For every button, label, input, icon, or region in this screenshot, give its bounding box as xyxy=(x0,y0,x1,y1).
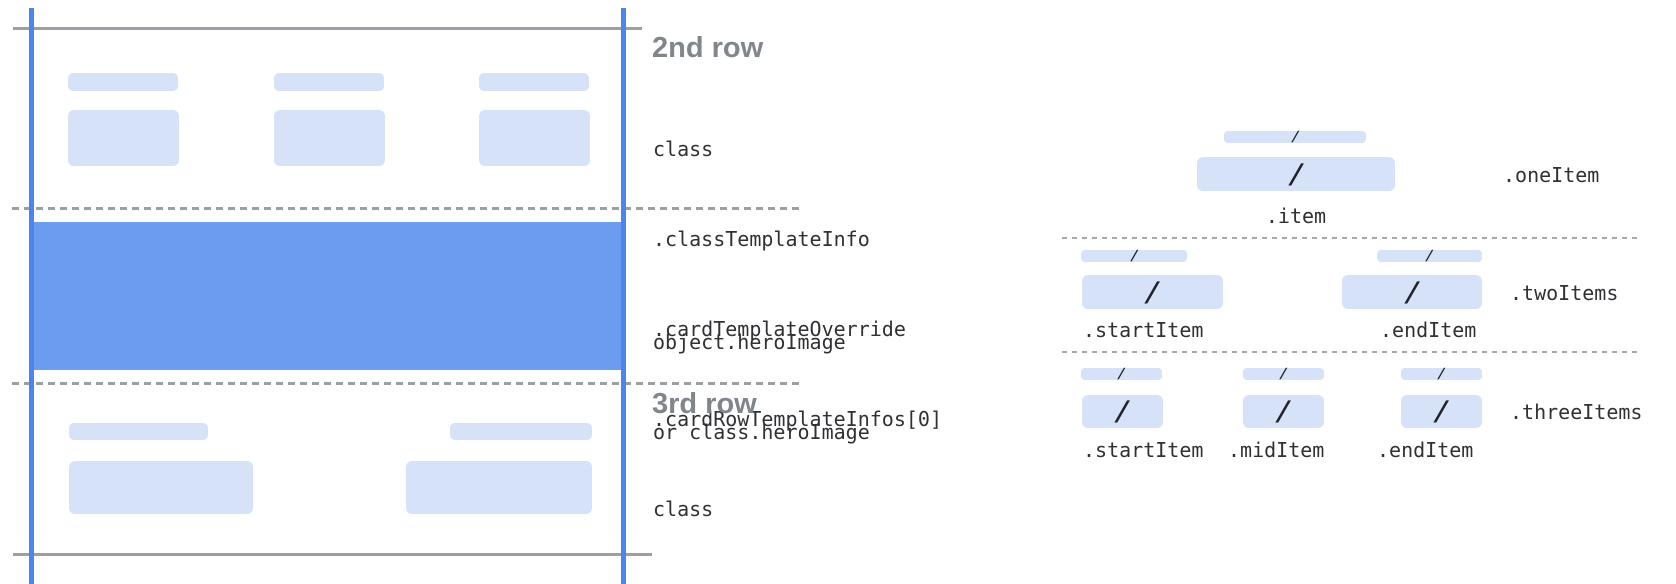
section-divider-dashed-1 xyxy=(1062,237,1640,239)
row3-heading: 3rd row xyxy=(652,388,757,420)
row3-class-path: class .classTemplateInfo .cardTemplateOv… xyxy=(653,434,942,584)
slash-separator: / xyxy=(1278,366,1289,382)
row-divider-dashed-2 xyxy=(12,382,800,385)
item-value-box: / xyxy=(1082,395,1163,428)
section-divider-dashed-2 xyxy=(1062,351,1640,353)
slash-separator: / xyxy=(1436,366,1447,382)
card-right-guide xyxy=(621,8,626,584)
row-template-label: .twoItems xyxy=(1510,281,1619,305)
code-line: .classTemplateInfo xyxy=(653,227,870,251)
item-name-label: .item xyxy=(1265,204,1327,228)
item-label-placeholder xyxy=(274,73,384,91)
code-line: class xyxy=(653,497,714,521)
item-name-label: .startItem xyxy=(1083,438,1204,462)
hero-image-band xyxy=(29,222,626,370)
item-label-box: / xyxy=(1224,129,1366,145)
item-label-placeholder xyxy=(68,73,178,91)
item-label-box: / xyxy=(1081,248,1187,264)
item-name-label: .endItem xyxy=(1380,318,1477,342)
item-value-box: / xyxy=(1243,395,1324,428)
slash-separator: / xyxy=(1402,276,1422,308)
row2-heading: 2nd row xyxy=(652,32,764,64)
item-label-placeholder xyxy=(450,423,592,440)
item-label-placeholder xyxy=(69,423,208,440)
slash-separator: / xyxy=(1286,158,1306,190)
slash-separator: / xyxy=(1273,396,1294,427)
item-value-placeholder xyxy=(479,110,590,166)
item-value-box: / xyxy=(1401,395,1482,428)
item-label-placeholder xyxy=(479,73,589,91)
card-top-line xyxy=(13,27,642,30)
card-left-guide xyxy=(29,8,34,584)
item-label-box: / xyxy=(1377,248,1482,264)
slash-separator: / xyxy=(1142,276,1163,308)
item-value-box: / xyxy=(1082,275,1223,309)
card-bottom-line xyxy=(13,553,652,556)
item-name-label: .endItem xyxy=(1377,438,1474,462)
slash-separator: / xyxy=(1116,366,1127,382)
slash-separator: / xyxy=(1424,248,1435,264)
slash-separator: / xyxy=(1431,396,1452,427)
slash-separator: / xyxy=(1112,396,1133,427)
item-label-box: / xyxy=(1401,366,1482,382)
slash-separator: / xyxy=(1289,129,1301,145)
item-name-label: .midItem xyxy=(1228,438,1325,462)
item-label-box: / xyxy=(1243,366,1324,382)
item-value-box: / xyxy=(1342,275,1482,309)
hero-image-path: object.heroImage or class.heroImage xyxy=(653,267,870,507)
row-divider-dashed-1 xyxy=(12,207,800,210)
row-template-label: .threeItems xyxy=(1510,400,1643,424)
item-name-label: .startItem xyxy=(1083,318,1204,342)
code-line: or class.heroImage xyxy=(653,420,870,444)
row-template-label: .oneItem xyxy=(1503,163,1600,187)
item-value-box: / xyxy=(1197,157,1395,191)
code-line: class xyxy=(653,137,714,161)
item-value-placeholder xyxy=(274,110,385,166)
code-line: .cardRowTemplateInfos[0] xyxy=(653,407,942,431)
item-value-placeholder xyxy=(68,110,179,166)
code-line: .cardTemplateOverride xyxy=(653,317,906,341)
row2-class-path: class .classTemplateInfo .cardTemplateOv… xyxy=(653,74,942,494)
code-line: object.heroImage xyxy=(653,330,846,354)
slash-separator: / xyxy=(1128,248,1140,264)
item-value-placeholder xyxy=(69,461,253,514)
item-value-placeholder xyxy=(406,461,592,514)
item-label-box: / xyxy=(1081,366,1162,382)
